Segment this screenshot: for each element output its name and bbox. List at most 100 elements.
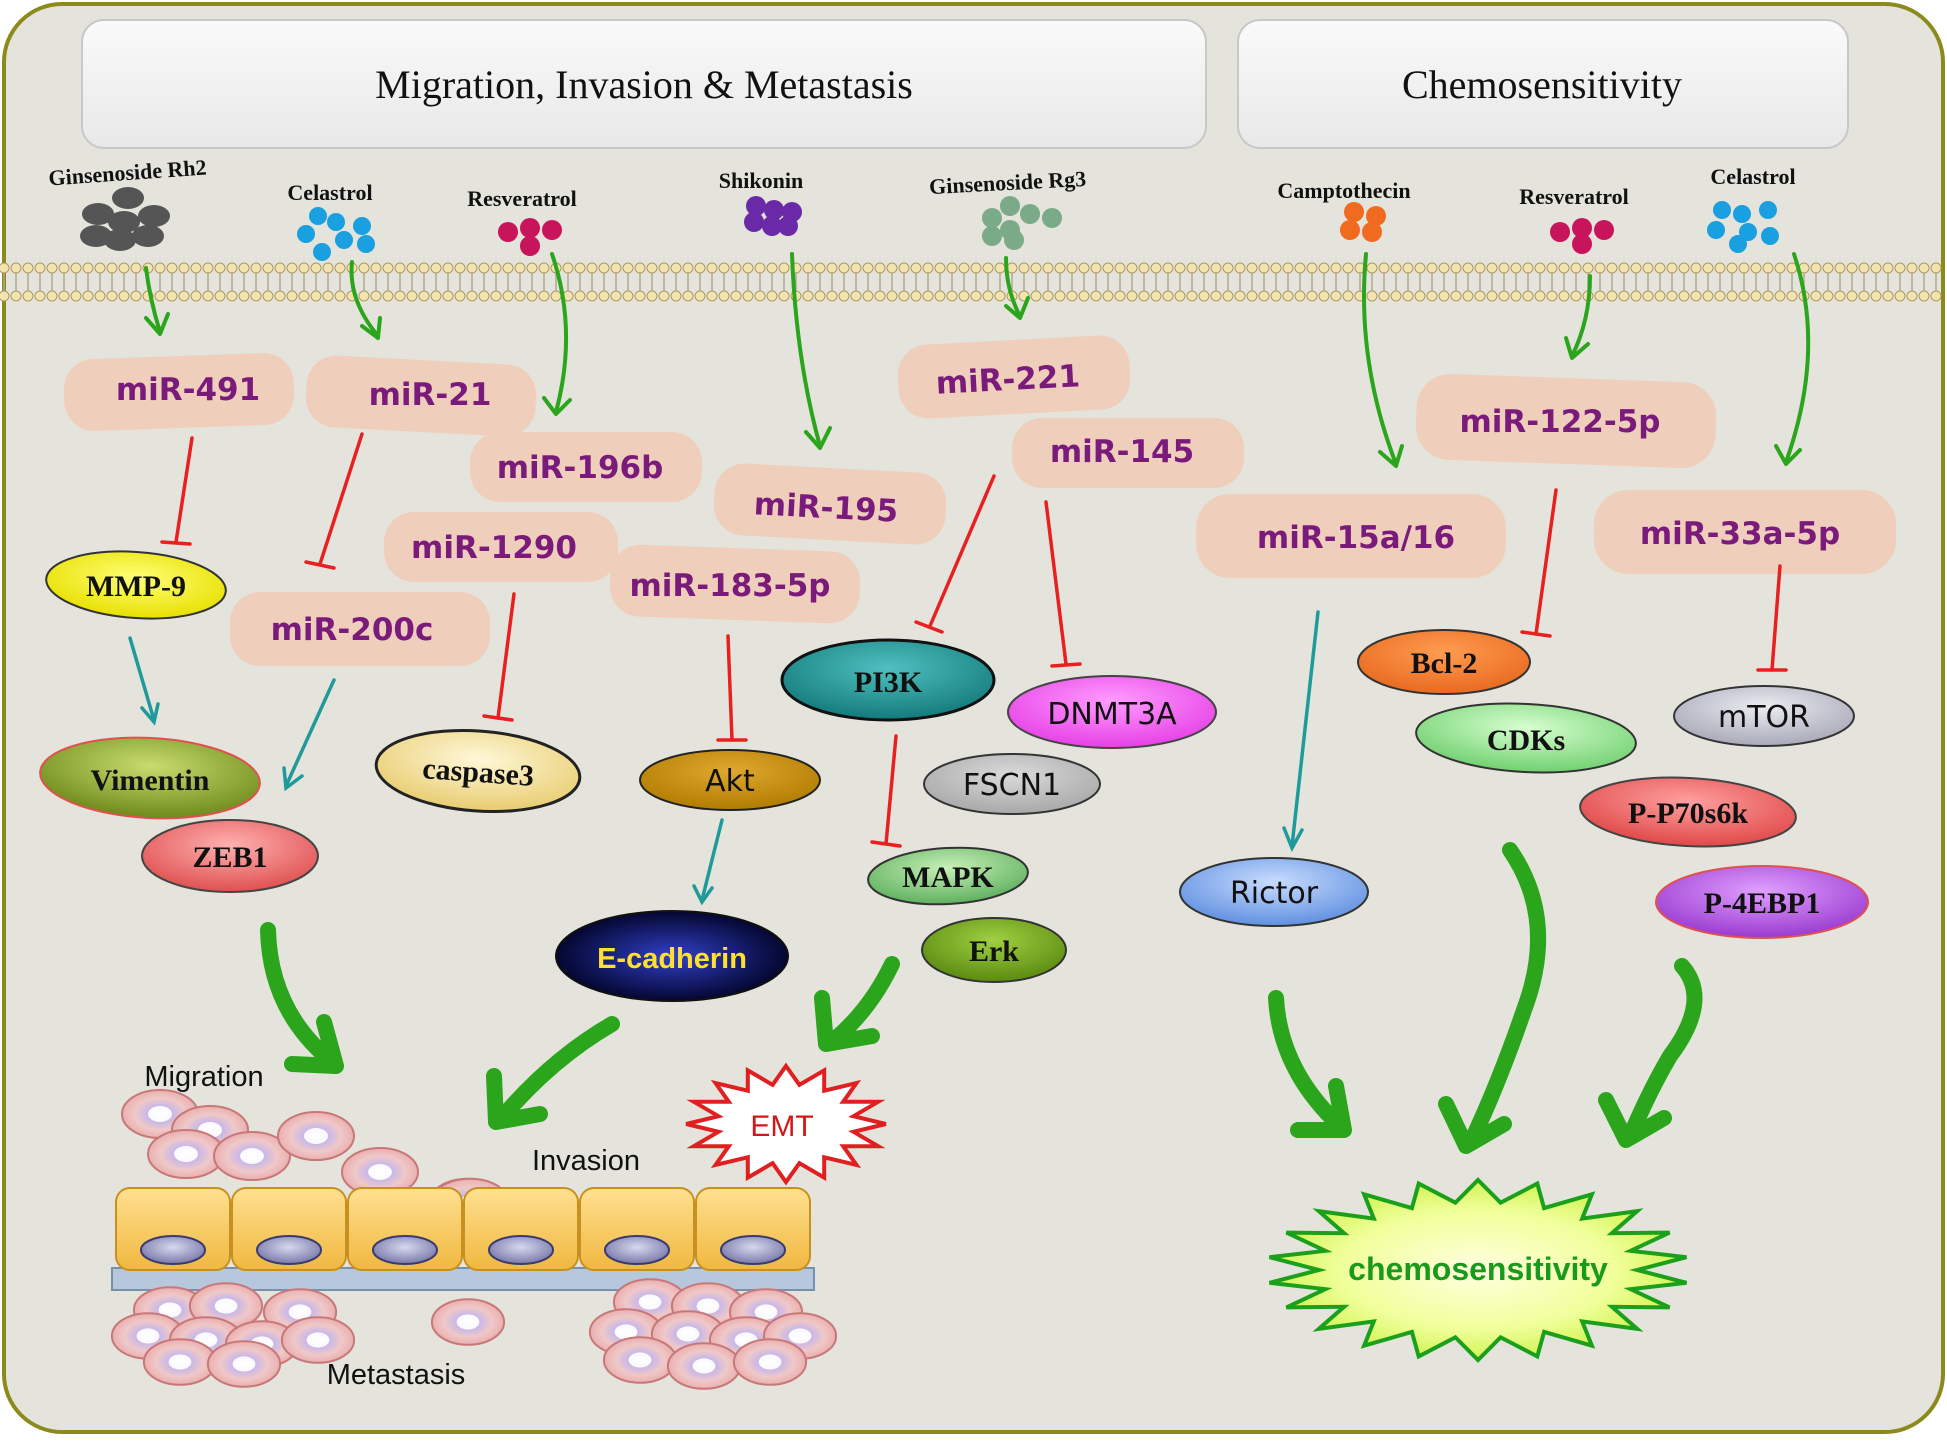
chemosensitivity-label: chemosensitivity — [1348, 1251, 1608, 1287]
celastrol-molecule-icon-right — [1707, 201, 1779, 253]
svg-text:miR-183-5p: miR-183-5p — [629, 568, 830, 604]
svg-text:miR-122-5p: miR-122-5p — [1459, 404, 1660, 440]
drug-label-resveratrol-left: Resveratrol — [467, 186, 577, 211]
mirna-mir1835p: miR-183-5p — [609, 544, 861, 624]
protein-mapk: MAPK — [867, 846, 1029, 906]
svg-text:miR-145: miR-145 — [1050, 434, 1194, 470]
protein-pp70s6k: P-P70s6k — [1579, 776, 1797, 848]
svg-text:Vimentin: Vimentin — [91, 764, 210, 797]
protein-nodes: MMP-9 Vimentin ZEB1 caspase3 Akt E-cadhe… — [39, 550, 1869, 1002]
mirna-mir15a16: miR-15a/16 — [1196, 494, 1506, 578]
svg-text:P-4EBP1: P-4EBP1 — [1704, 887, 1821, 920]
svg-text:P-P70s6k: P-P70s6k — [1628, 797, 1748, 830]
drug-label-celastrol-left: Celastrol — [287, 180, 372, 205]
resveratrol-molecule-icon-right — [1550, 218, 1614, 254]
downstream-arrows — [128, 610, 1320, 906]
arrow-resveratrol-to-mir196b — [550, 252, 569, 414]
right-section-header — [1237, 19, 1849, 149]
svg-text:caspase3: caspase3 — [421, 752, 535, 793]
protein-akt: Akt — [639, 749, 821, 811]
mirna-mir491: miR-491 — [63, 353, 295, 431]
svg-text:miR-200c: miR-200c — [271, 612, 434, 648]
camptothecin-molecule-icon — [1340, 202, 1386, 242]
left-section-title: Migration, Invasion & Metastasis — [375, 62, 913, 107]
migration-label: Migration — [144, 1061, 263, 1093]
drug-activation-arrows — [144, 252, 1811, 466]
arrow-rh2-to-mir491 — [144, 266, 162, 334]
svg-text:CDKs: CDKs — [1487, 724, 1565, 757]
drug-label-shikonin: Shikonin — [719, 168, 803, 193]
svg-text:Bcl-2: Bcl-2 — [1411, 647, 1478, 680]
arrow-p4ebp1-to-chemosensitivity — [1624, 958, 1703, 1140]
rh2-molecule-icon — [80, 187, 170, 251]
svg-text:FSCN1: FSCN1 — [963, 768, 1061, 803]
arrow-rictor-to-chemosensitivity — [1268, 990, 1348, 1134]
mirna-mir195: miR-195 — [713, 463, 947, 545]
svg-text:ZEB1: ZEB1 — [192, 841, 267, 874]
drug-label-camptothecin: Camptothecin — [1277, 178, 1410, 203]
svg-text:miR-196b: miR-196b — [497, 450, 664, 486]
arrow-ecadherin-to-invasion — [492, 1016, 620, 1128]
protein-pi3k: PI3K — [780, 638, 996, 722]
emt-burst: EMT — [685, 1062, 887, 1186]
svg-text:Akt: Akt — [705, 764, 755, 799]
protein-dnmt3a: DNMT3A — [1007, 675, 1217, 749]
left-section-header — [81, 19, 1207, 149]
mirna-mir33a5p: miR-33a-5p — [1594, 490, 1896, 574]
svg-text:miR-195: miR-195 — [753, 486, 899, 530]
celastrol-molecule-icon-left — [297, 207, 375, 261]
protein-fscn1: FSCN1 — [923, 753, 1101, 815]
mirna-boxes: miR-491 miR-21 miR-196b miR-1290 miR-200… — [63, 335, 1896, 666]
drug-label-celastrol-right: Celastrol — [1710, 164, 1795, 189]
svg-text:miR-1290: miR-1290 — [411, 530, 577, 566]
mirna-mir21: miR-21 — [305, 355, 537, 437]
protein-erk: Erk — [921, 917, 1067, 983]
protein-p4ebp1: P-4EBP1 — [1655, 865, 1869, 939]
svg-text:Rictor: Rictor — [1230, 876, 1319, 911]
mirna-mir200c: miR-200c — [230, 592, 490, 666]
svg-text:mTOR: mTOR — [1718, 700, 1810, 735]
svg-text:DNMT3A: DNMT3A — [1047, 697, 1177, 732]
svg-text:MMP-9: MMP-9 — [86, 570, 186, 603]
arrow-zeb1-to-migration — [260, 922, 338, 1068]
arrow-celastrol-to-mir21 — [349, 260, 380, 338]
svg-text:E-cadherin: E-cadherin — [597, 943, 747, 975]
arrow-celastrol-to-mir33a5p — [1784, 252, 1811, 464]
arrow-shikonin-to-mir195 — [790, 252, 822, 448]
svg-text:miR-15a/16: miR-15a/16 — [1257, 520, 1455, 556]
rg3-molecule-icon — [982, 196, 1062, 250]
protein-vimentin: Vimentin — [39, 736, 261, 820]
arrow-cdks-to-chemosensitivity — [1464, 842, 1547, 1148]
svg-text:miR-33a-5p: miR-33a-5p — [1640, 516, 1840, 552]
outcome-arrows — [260, 842, 1703, 1154]
arrow-resveratrol-to-mir1225p — [1570, 274, 1592, 358]
arrow-camptothecin-to-mir15a16 — [1362, 252, 1398, 466]
invasion-label: Invasion — [532, 1145, 640, 1177]
emt-label: EMT — [750, 1110, 813, 1143]
chemosensitivity-burst: chemosensitivity — [1268, 1177, 1688, 1363]
protein-zeb1: ZEB1 — [141, 819, 319, 893]
svg-text:MAPK: MAPK — [902, 861, 994, 894]
svg-text:Erk: Erk — [969, 935, 1019, 968]
svg-text:miR-221: miR-221 — [935, 358, 1081, 402]
arrow-rg3-to-mir221 — [1004, 256, 1022, 318]
tissue-illustration — [110, 1089, 838, 1390]
svg-text:PI3K: PI3K — [854, 666, 923, 699]
cell-membrane — [0, 262, 1942, 302]
protein-mtor: mTOR — [1673, 685, 1855, 747]
inhibition-lines — [160, 432, 1788, 848]
protein-mmp9: MMP-9 — [45, 550, 227, 620]
right-section-title: Chemosensitivity — [1402, 62, 1682, 107]
mirna-mir145: miR-145 — [1012, 418, 1244, 488]
protein-ecadherin: E-cadherin — [555, 910, 789, 1002]
protein-caspase3: caspase3 — [374, 728, 582, 814]
protein-bcl2: Bcl-2 — [1357, 629, 1531, 695]
drug-label-resveratrol-right: Resveratrol — [1519, 184, 1629, 209]
mirna-mir1225p: miR-122-5p — [1415, 373, 1717, 469]
resveratrol-molecule-icon-left — [498, 218, 562, 256]
protein-rictor: Rictor — [1179, 857, 1369, 927]
epithelial-layer — [115, 1187, 811, 1271]
mirna-mir1290: miR-1290 — [384, 512, 618, 582]
